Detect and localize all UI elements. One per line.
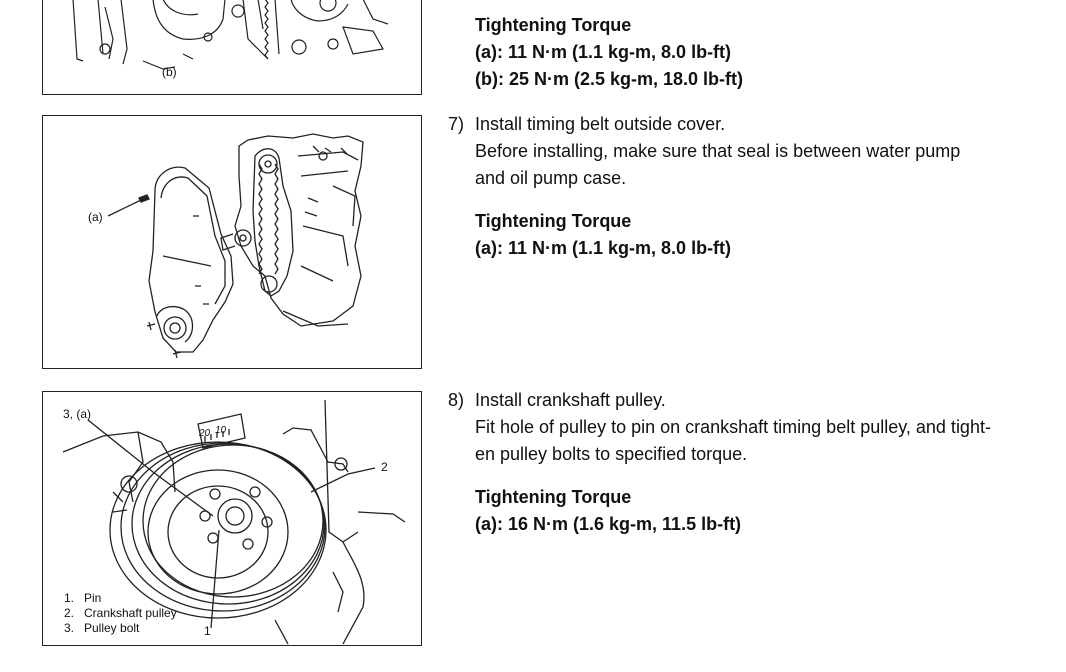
timing-cover-drawing bbox=[107, 133, 364, 359]
step-7-number: 7) bbox=[448, 114, 465, 134]
step-7-line-1: Install timing belt outside cover. bbox=[475, 114, 726, 134]
legend-item: 3. Pulley bolt bbox=[64, 621, 140, 635]
step-7-line-3: and oil pump case. bbox=[475, 168, 627, 188]
figure2-label-a: (a) bbox=[88, 210, 103, 224]
step-7-torque-heading: Tightening Torque bbox=[475, 211, 632, 231]
figure-timing-belt-tensioner: (b) bbox=[42, 0, 422, 95]
step-8-torque-heading: Tightening Torque bbox=[475, 487, 632, 507]
figure3-scale-10: 10 bbox=[215, 425, 227, 436]
crankshaft-pulley-drawing bbox=[62, 399, 406, 645]
step-8-torque-a: (a): 16 N·m (1.6 kg-m, 11.5 lb-ft) bbox=[475, 514, 742, 534]
figure3-label-3a: 3, (a) bbox=[63, 407, 92, 421]
section6-torque-b: (b): 25 N·m (2.5 kg-m, 18.0 lb-ft) bbox=[475, 69, 744, 89]
step-7-line-2: Before installing, make sure that seal i… bbox=[475, 141, 961, 161]
engine-drawing-top bbox=[72, 0, 389, 70]
step-8-line-2: Fit hole of pulley to pin on crankshaft … bbox=[475, 417, 991, 437]
legend-item: 1. Pin bbox=[64, 591, 102, 605]
figure3-label-2: 2 bbox=[381, 460, 388, 474]
figure-crankshaft-pulley: 3, (a) 2 1 20 10 1. Pin 2. Crankshaft pu… bbox=[42, 391, 422, 646]
figure-timing-belt-outside-cover: (a) bbox=[42, 115, 422, 369]
step-8-line-1: Install crankshaft pulley. bbox=[475, 390, 666, 410]
step-8-line-3: en pulley bolts to specified torque. bbox=[475, 444, 748, 464]
figure1-label-b: (b) bbox=[162, 65, 177, 79]
step-8-number: 8) bbox=[448, 390, 465, 410]
figure3-label-1: 1 bbox=[204, 624, 211, 638]
section6-torque-heading: Tightening Torque bbox=[475, 15, 632, 35]
figure3-scale-20: 20 bbox=[199, 428, 211, 439]
step-7-torque-a: (a): 11 N·m (1.1 kg-m, 8.0 lb-ft) bbox=[475, 238, 732, 258]
figure3-legend: 1. Pin 2. Crankshaft pulley 3. Pulley bo… bbox=[64, 591, 177, 636]
legend-item: 2. Crankshaft pulley bbox=[64, 606, 177, 620]
section6-torque-a: (a): 11 N·m (1.1 kg-m, 8.0 lb-ft) bbox=[475, 42, 732, 62]
